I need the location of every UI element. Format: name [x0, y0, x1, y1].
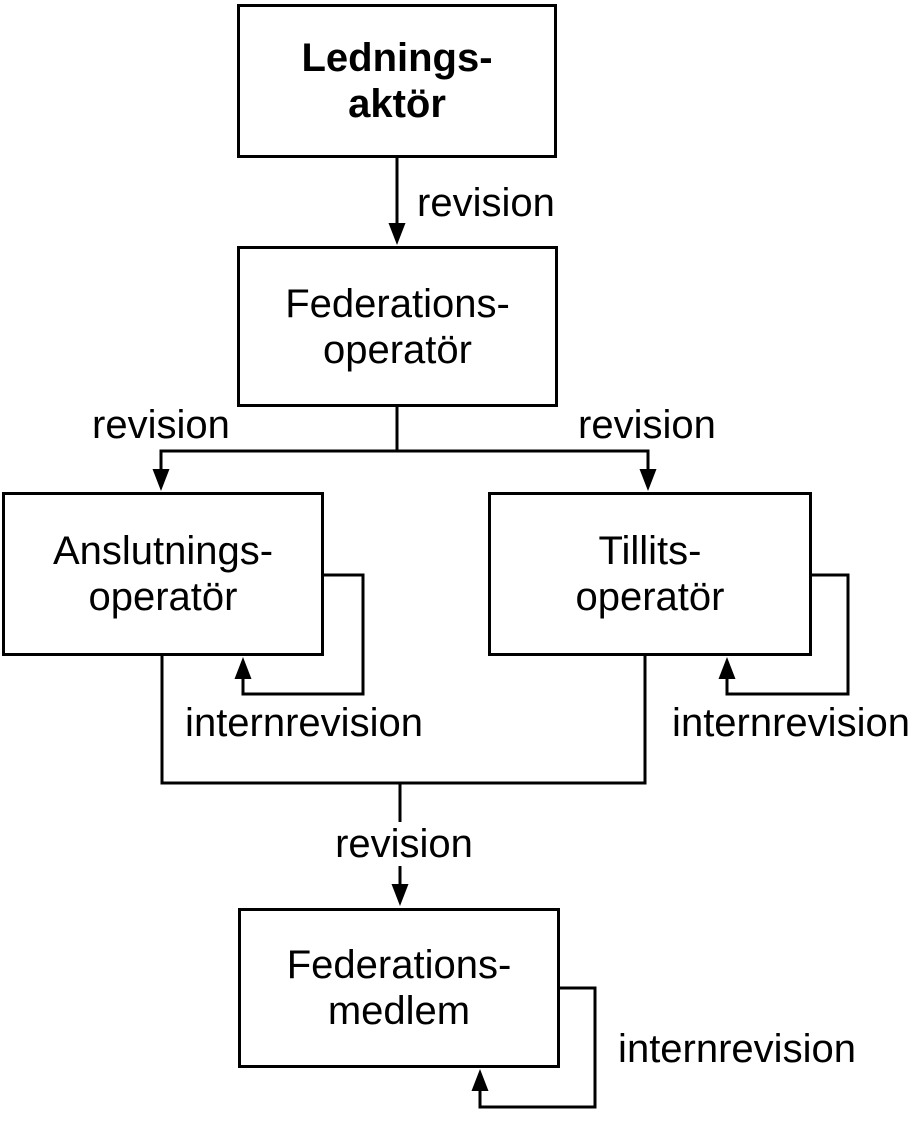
node-label-line: medlem	[327, 989, 471, 1033]
edge-label-internrevision-bottom: internrevision	[618, 1027, 856, 1071]
edge-label-revision-left: revision	[92, 403, 230, 447]
arrowhead-down-icon	[639, 469, 657, 491]
arrowhead-down-icon	[391, 884, 409, 906]
node-label-line: Lednings-	[301, 36, 493, 80]
node-label-line: Federations-	[286, 943, 512, 987]
node-federationsmedlem: Federations- medlem	[238, 908, 560, 1068]
arrowhead-up-icon	[718, 657, 736, 679]
node-ledningsaktor: Lednings- aktör	[237, 4, 557, 158]
edge-internrevision-bottom-loop	[478, 986, 597, 1109]
arrowhead-down-icon	[388, 223, 406, 245]
arrowhead-up-icon	[234, 657, 252, 679]
edge-label-internrevision-left: internrevision	[185, 701, 423, 745]
node-label-line: aktör	[348, 82, 446, 126]
edge-revision-branch	[159, 407, 650, 470]
edge-internrevision-left-loop	[241, 573, 365, 696]
node-anslutningsoperator: Anslutnings- operatör	[2, 492, 324, 656]
node-federationsoperator: Federations- operatör	[237, 246, 558, 407]
node-label-line: operatör	[88, 575, 238, 619]
edge-label-revision-bottom: revision	[329, 822, 479, 866]
edge-label-internrevision-right: internrevision	[672, 701, 910, 745]
node-label-line: Federations-	[285, 281, 510, 326]
arrowhead-up-icon	[471, 1069, 489, 1091]
edge-label-revision-right: revision	[578, 403, 716, 447]
edge-label-revision-top: revision	[417, 181, 555, 225]
node-label-line: Anslutnings-	[52, 529, 274, 573]
node-tillitsoperator: Tillits- operatör	[488, 492, 812, 656]
node-label-line: Tillits-	[598, 529, 702, 573]
node-label-line: operatör	[323, 327, 472, 372]
node-label-line: operatör	[575, 575, 725, 619]
edge-internrevision-right-loop	[725, 573, 850, 696]
arrowhead-down-icon	[152, 469, 170, 491]
